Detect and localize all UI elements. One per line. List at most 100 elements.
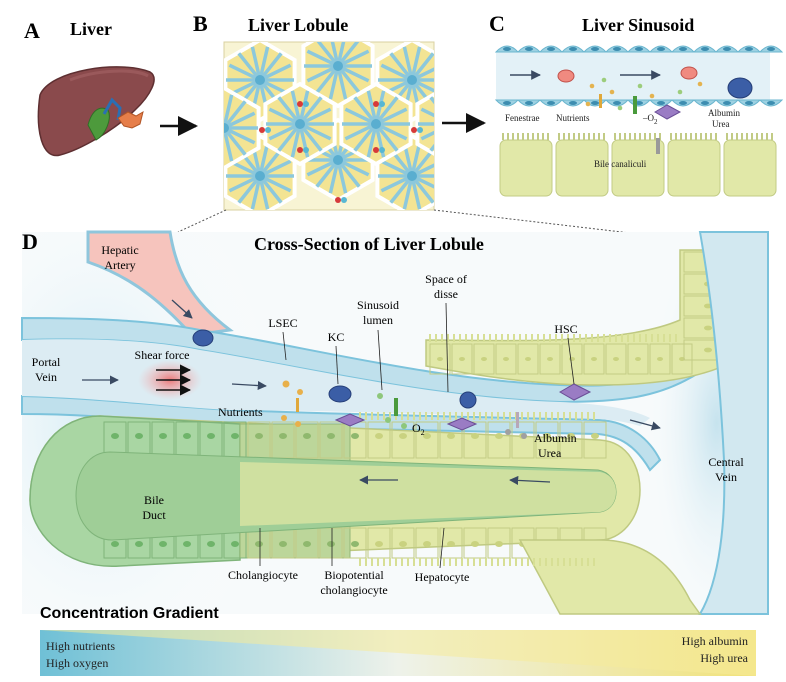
sinusoid-ray <box>224 128 226 131</box>
gradient-left-2: High oxygen <box>46 656 108 670</box>
panel-a: A Liver <box>24 18 198 157</box>
panel-d-title: Cross-Section of Liver Lobule <box>254 234 484 254</box>
sinusoid-ray <box>452 97 473 124</box>
artery-flow-arrow <box>171 299 193 319</box>
sinusoid-ray <box>315 64 340 94</box>
hepatocyte-cell-c <box>723 139 777 197</box>
stellate-cell-d1 <box>334 413 366 427</box>
hepatocyte-cell <box>539 343 561 375</box>
sinusoid-ray <box>402 175 414 210</box>
sinusoid-ray <box>452 124 460 157</box>
urea-label-c: Urea <box>712 119 730 129</box>
albumin-label-c: Albumin <box>708 108 741 118</box>
gradient-title: Concentration Gradient <box>40 605 219 622</box>
hepatocyte-cell <box>517 343 539 375</box>
sinusoid-ray <box>374 90 386 125</box>
gradient-right-2: High urea <box>700 651 748 665</box>
sinusoid-ray <box>336 159 348 194</box>
endothelial-nucleus <box>745 47 753 51</box>
o2-label-c: –O2 <box>642 113 658 126</box>
plate-nucleus <box>375 433 383 439</box>
gradient-left-1: High nutrients <box>46 639 115 653</box>
plate-nucleus <box>423 433 431 439</box>
endothelial-nucleus <box>657 47 665 51</box>
sinusoid-ray <box>298 96 323 126</box>
hepatocyte-nucleus <box>591 357 597 361</box>
sinusoid-ray <box>336 64 361 94</box>
central-vein-wall <box>698 231 769 615</box>
hepatocyte-leader <box>439 527 445 569</box>
albumin-dot-2 <box>521 433 527 439</box>
sinusoid-ray <box>380 174 413 193</box>
panel-c: C Liver Sinusoid Fenestrae Nutrients –O2… <box>489 11 784 202</box>
endothelium-bottom-c <box>494 99 784 107</box>
concentration-gradient: Concentration Gradient High nutrients Hi… <box>40 605 756 676</box>
bile-canaliculus-lumen <box>240 462 616 526</box>
endothelial-nucleus <box>745 101 753 105</box>
endothelial-nucleus <box>679 47 687 51</box>
plate-nucleus <box>279 433 287 439</box>
endothelial-nucleus <box>525 47 533 51</box>
portal-vein-dot <box>379 147 385 153</box>
central-vein-dot <box>255 171 265 181</box>
plate-nucleus <box>111 433 119 439</box>
sinusoid-ray <box>344 107 377 126</box>
portal-artery-dot <box>297 101 303 107</box>
o2-arrow <box>633 96 637 114</box>
microvilli <box>359 334 677 566</box>
hepatocyte-nucleus <box>569 357 575 361</box>
biopotential-label-1: Biopotential <box>324 568 384 582</box>
bile-duct-label-2: Duct <box>142 508 166 522</box>
nutrient-dots-c <box>585 77 703 111</box>
sinusoid-ray <box>411 67 434 82</box>
panel-d: D Cross-Section of Liver Lobule Hepatic … <box>21 229 769 615</box>
nutrient-arrow-d <box>296 398 299 412</box>
endothelial-nucleus <box>569 47 577 51</box>
endothelial-nucleus <box>613 101 621 105</box>
o2-dot-2 <box>385 417 391 423</box>
hepatocyte-cell-c <box>499 139 553 197</box>
hsc-leader <box>567 337 575 385</box>
sinusoid-ray <box>410 148 434 178</box>
endothelial-nucleus <box>569 101 577 105</box>
sinusoid-ray <box>336 158 361 188</box>
sinusoid-ray <box>411 174 434 189</box>
plate-nucleus <box>207 433 215 439</box>
stellate-cell-hsc <box>558 383 592 401</box>
nutrient-dot-c <box>601 77 607 83</box>
portal-vein-label-1: Portal <box>32 355 61 369</box>
nutrient-dot-c <box>697 81 703 87</box>
space-disse-label-1: Space of <box>425 272 467 286</box>
hepatocyte-nucleus <box>704 347 712 353</box>
hepatocyte-nucleus <box>503 357 509 361</box>
plate-cell-top <box>535 421 559 459</box>
nutrient-dot-c <box>637 83 643 89</box>
sinusoid-ray <box>389 52 414 82</box>
hepatocyte-nucleus <box>481 357 487 361</box>
endothelial-nucleus <box>591 101 599 105</box>
plate-cell-top <box>559 421 583 459</box>
bile-duct-label-1: Bile <box>144 493 164 507</box>
hepatocyte-cell <box>627 343 649 375</box>
urea-label-d: Urea <box>538 446 562 460</box>
albumin-dot-1 <box>505 429 511 435</box>
hepatocyte-cell <box>671 343 693 375</box>
plate-nucleus <box>423 541 431 547</box>
flow-arrow-d2 <box>629 419 661 431</box>
nutrient-dot-3 <box>281 415 287 421</box>
sinusoid-ray <box>250 46 262 81</box>
sinusoid-ray <box>337 49 370 68</box>
nutrient-dot-c <box>677 89 683 95</box>
sinusoid-ray <box>259 174 292 193</box>
sinusoid-ray <box>330 42 340 67</box>
sinusoid-ray <box>452 124 473 151</box>
plate-nucleus <box>159 433 167 439</box>
plate-nucleus <box>303 433 311 439</box>
endothelial-nucleus <box>767 47 775 51</box>
endothelial-nucleus <box>723 101 731 105</box>
sinusoid-ray <box>258 148 283 178</box>
sinusoid-ray <box>336 42 360 68</box>
nutrient-dot-2 <box>297 389 303 395</box>
sinusoid-ray <box>298 90 310 125</box>
portal-artery-dot <box>297 147 303 153</box>
